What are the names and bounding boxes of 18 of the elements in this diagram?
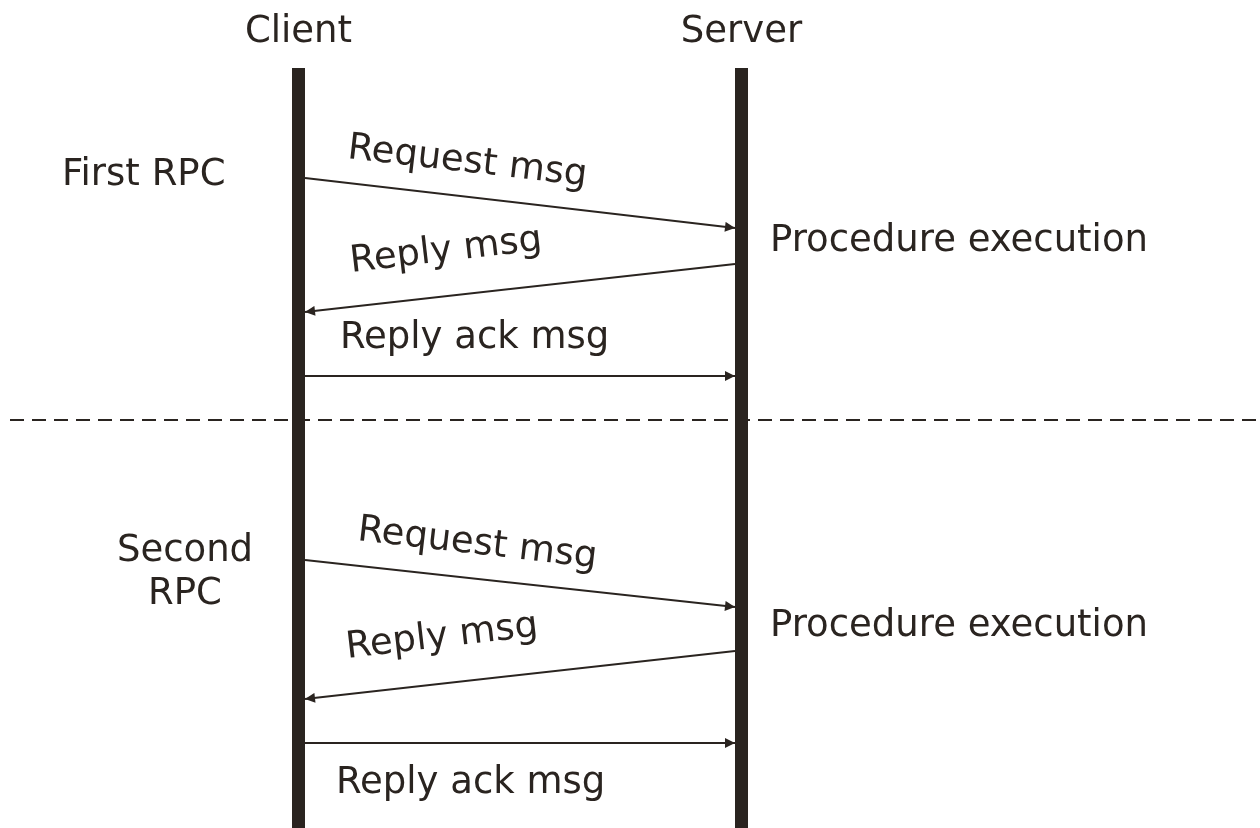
- message-arrow: [304, 371, 736, 381]
- lifeline-label: Server: [679, 10, 804, 51]
- side-note: Procedure execution: [770, 218, 1149, 261]
- side-note: First RPC: [62, 152, 227, 195]
- message-arrow: [304, 738, 736, 748]
- edge-label: Reply msg: [343, 603, 541, 667]
- edge-label: Request msg: [355, 508, 600, 577]
- message-arrow: [304, 177, 736, 232]
- lifeline-label: Client: [243, 10, 354, 51]
- message-arrow: [304, 263, 736, 316]
- edge-label: Request msg: [345, 126, 590, 195]
- message-arrow: [304, 559, 736, 611]
- message-arrow: [304, 650, 736, 703]
- edge-label: Reply ack msg: [340, 316, 610, 357]
- edge-label: Reply ack msg: [336, 761, 606, 802]
- side-note: Procedure execution: [770, 603, 1149, 646]
- side-note: Second RPC: [115, 528, 255, 614]
- edge-label: Reply msg: [347, 217, 545, 281]
